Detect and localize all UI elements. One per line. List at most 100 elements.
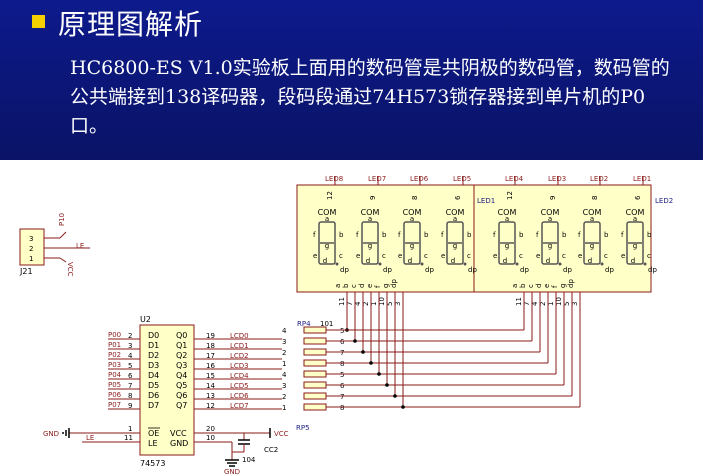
- seg-pin-number: 1: [370, 302, 378, 306]
- net-label: LCD1: [230, 342, 249, 350]
- com-pin-number: 9: [549, 196, 557, 200]
- rp-pin-number: 5: [340, 327, 344, 335]
- seg-label: e: [578, 252, 582, 260]
- vcc-label: VCC: [274, 430, 289, 438]
- dp-label: dp: [468, 266, 477, 274]
- gnd-label: GND: [43, 430, 59, 438]
- com-label: COM: [446, 208, 465, 217]
- seg-label: f: [398, 231, 401, 239]
- u2-chip: [139, 324, 195, 456]
- rp-pin-number: 7: [340, 349, 344, 357]
- rp-pin-number: 6: [340, 382, 345, 390]
- net-label: P10: [58, 213, 66, 226]
- seg-label: g: [453, 242, 457, 250]
- rp-pin-number: 2: [282, 393, 286, 401]
- seg-label: e: [313, 252, 317, 260]
- junction-dot: [385, 383, 389, 387]
- seg-pin-label: b: [342, 283, 350, 288]
- seg-label: c: [382, 252, 386, 260]
- com-pin-number: 6: [454, 195, 462, 200]
- seg-label: c: [467, 252, 471, 260]
- led-label: LED3: [548, 175, 566, 183]
- seg-label: d: [408, 257, 412, 265]
- u2-output-label: Q6: [176, 391, 187, 400]
- seg-label: f: [356, 231, 359, 239]
- junction-dot: [377, 372, 381, 376]
- digit-outline: [318, 221, 336, 265]
- com-label: COM: [583, 208, 602, 217]
- cap-value: 104: [242, 456, 256, 464]
- seg-pin-label: e: [543, 284, 551, 288]
- seg-pin-label: g: [559, 284, 567, 288]
- net-label: P05: [108, 381, 121, 389]
- dp-label: dp: [648, 266, 657, 274]
- com-label: COM: [361, 208, 380, 217]
- rp-pin-number: 8: [340, 404, 344, 412]
- j21-ref: J21: [19, 267, 33, 276]
- seg-label: d: [631, 257, 635, 265]
- u2-pin-number: 10: [206, 434, 215, 442]
- com-label: COM: [318, 208, 337, 217]
- seg-pin-number: 5: [386, 302, 394, 306]
- u2-pin-number: 20: [206, 425, 215, 433]
- seg-label: d: [366, 257, 370, 265]
- led-label: LED4: [505, 175, 524, 183]
- seg-label: e: [441, 252, 445, 260]
- u2-pin-number: 14: [206, 382, 215, 390]
- led-side-label: LED1: [477, 197, 495, 205]
- seg-label: a: [633, 215, 637, 223]
- u2-output-label: Q2: [176, 351, 187, 360]
- seg-label: b: [382, 231, 387, 239]
- junction-dot: [353, 339, 357, 343]
- j21-pin-number: 1: [29, 255, 33, 263]
- u2-pin-number: 8: [128, 392, 132, 400]
- seg-label: g: [548, 242, 552, 250]
- seg-label: g: [325, 242, 329, 250]
- rp5-label: RP5: [296, 424, 310, 432]
- dp-label: dp: [340, 266, 349, 274]
- u2-le-label: LE: [148, 439, 158, 448]
- dp-dot: [515, 262, 519, 266]
- com-label: COM: [498, 208, 517, 217]
- resistor: [303, 381, 327, 389]
- com-label: COM: [541, 208, 560, 217]
- u2-pin-number: 16: [206, 362, 215, 370]
- dp-label: dp: [425, 266, 434, 274]
- seg-pin-label: d: [535, 284, 543, 288]
- dp-dot: [600, 262, 604, 266]
- u2-pin-number: 13: [206, 392, 215, 400]
- com-label: COM: [626, 208, 645, 217]
- seg-label: c: [424, 252, 428, 260]
- seg-label: f: [313, 231, 316, 239]
- net-label: P00: [108, 331, 121, 339]
- com-label: COM: [403, 208, 422, 217]
- seg-pin-number: 10: [555, 297, 563, 306]
- led-label: LED7: [368, 175, 386, 183]
- dp-dot: [558, 262, 562, 266]
- seg-label: a: [410, 215, 414, 223]
- net-label: LCD5: [230, 382, 249, 390]
- seg-label: g: [410, 242, 414, 250]
- seg-label: d: [546, 257, 550, 265]
- seg-label: f: [621, 231, 624, 239]
- net-label: P03: [108, 361, 121, 369]
- u2-pin-number: 2: [128, 332, 132, 340]
- u2-input-label: D1: [148, 341, 159, 350]
- seg-pin-label: f: [374, 285, 382, 288]
- junction-dot: [401, 405, 405, 409]
- dp-dot: [463, 262, 467, 266]
- net-label: P01: [108, 341, 121, 349]
- seg-label: a: [505, 215, 509, 223]
- seg-pin-number: 10: [378, 297, 386, 306]
- u2-pin-number: 4: [128, 352, 133, 360]
- led-label: LED2: [590, 175, 608, 183]
- seg-label: b: [604, 231, 609, 239]
- rp-pin-number: 3: [282, 382, 286, 390]
- rp4-label: RP4: [297, 320, 311, 328]
- net-label: LCD0: [230, 332, 249, 340]
- seg-pin-number: 7: [346, 302, 354, 306]
- rp-pin-number: 4: [282, 327, 287, 335]
- net-label: LCD2: [230, 352, 249, 360]
- u2-output-label: Q5: [176, 381, 187, 390]
- net-label: LCD6: [230, 392, 249, 400]
